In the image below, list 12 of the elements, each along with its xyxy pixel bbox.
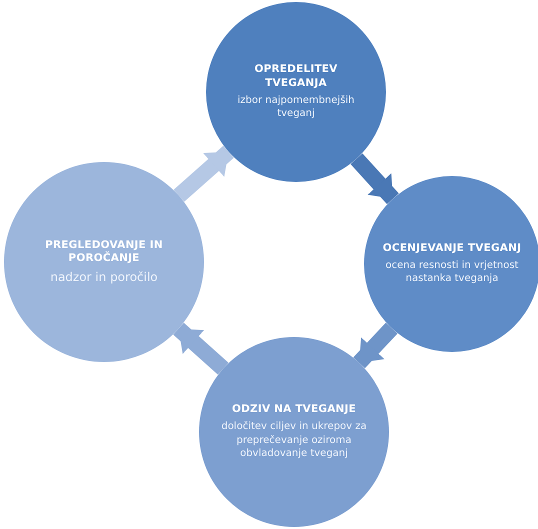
step-title: OPREDELITEV TVEGANJA xyxy=(253,63,339,91)
block-arrow xyxy=(173,322,229,375)
step-title: OCENJEVANJE TVEGANJ xyxy=(382,242,522,256)
step-description: določitev ciljev in ukrepov za preprečevanje oziroma obvladovanje tveganj xyxy=(220,420,368,461)
step-title: ODZIV NA TVEGANJE xyxy=(232,403,356,418)
block-arrow xyxy=(353,322,398,368)
block-arrow xyxy=(174,146,234,202)
step-description: izbor najpomembnejših tveganj xyxy=(236,94,356,121)
step-description: nadzor in poročilo xyxy=(50,269,158,286)
step-description: ocena resnosti in vrjetnost nastanka tveganja xyxy=(384,258,520,286)
step-title: PREGLEDOVANJE IN POROČANJE xyxy=(44,238,164,266)
block-arrow xyxy=(350,153,399,204)
